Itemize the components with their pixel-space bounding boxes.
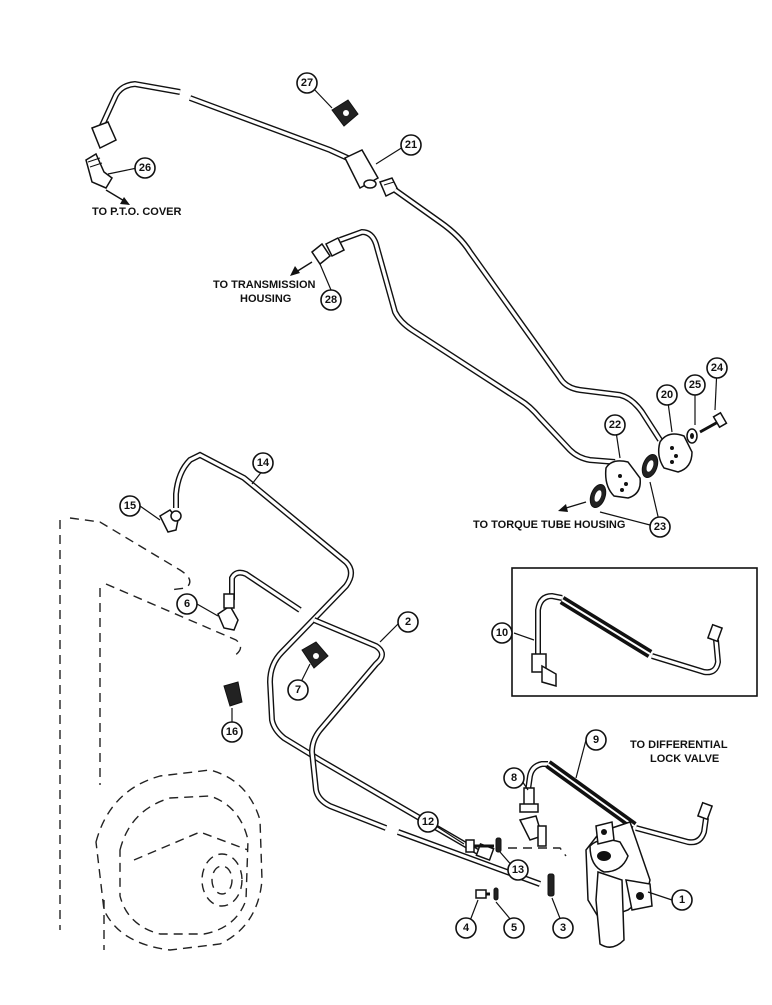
bolt-24 bbox=[699, 411, 728, 434]
fitting-28 bbox=[310, 236, 346, 266]
svg-text:14: 14 bbox=[257, 457, 270, 469]
svg-text:22: 22 bbox=[609, 419, 621, 431]
callout-9: 9 bbox=[585, 729, 607, 751]
callout-28: 28 bbox=[320, 289, 342, 311]
svg-text:26: 26 bbox=[139, 162, 151, 174]
bolt-12 bbox=[465, 839, 494, 853]
clip-27 bbox=[331, 99, 359, 127]
svg-text:4: 4 bbox=[463, 922, 470, 934]
callout-16: 16 bbox=[221, 721, 243, 743]
fitting-21-end bbox=[378, 177, 400, 198]
inset-hose-detail bbox=[511, 567, 758, 697]
bracket-20 bbox=[657, 433, 693, 473]
callout-5: 5 bbox=[503, 917, 525, 939]
svg-text:12: 12 bbox=[422, 816, 434, 828]
svg-text:7: 7 bbox=[295, 684, 301, 696]
svg-text:6: 6 bbox=[184, 598, 190, 610]
callout-6: 6 bbox=[176, 593, 198, 615]
note-torque-tube: TO TORQUE TUBE HOUSING bbox=[473, 519, 625, 531]
note-transmission-line1: TO TRANSMISSION bbox=[213, 279, 316, 291]
callout-22: 22 bbox=[604, 414, 626, 436]
callout-3: 3 bbox=[552, 917, 574, 939]
clip-16 bbox=[223, 681, 243, 707]
note-diff-line1: TO DIFFERENTIAL bbox=[630, 739, 728, 751]
note-pto-cover: TO P.T.O. COVER bbox=[92, 206, 182, 218]
svg-text:21: 21 bbox=[405, 139, 417, 151]
fitting-8 bbox=[518, 787, 547, 847]
washer-25 bbox=[686, 428, 698, 444]
upper-tube-assembly bbox=[85, 80, 728, 509]
callout-13: 13 bbox=[507, 859, 529, 881]
note-transmission-line2: HOUSING bbox=[240, 293, 291, 305]
callout-21: 21 bbox=[400, 134, 422, 156]
callout-27: 27 bbox=[296, 72, 318, 94]
tube-2-end bbox=[547, 873, 555, 897]
arrow-torque-tube bbox=[558, 501, 587, 512]
leader-lines bbox=[107, 86, 718, 927]
callout-14: 14 bbox=[252, 452, 274, 474]
callout-12: 12 bbox=[417, 811, 439, 833]
arrow-transmission bbox=[290, 261, 313, 276]
callout-7: 7 bbox=[287, 679, 309, 701]
callout-25: 25 bbox=[684, 374, 706, 396]
callout-2: 2 bbox=[397, 611, 419, 633]
svg-text:9: 9 bbox=[593, 734, 599, 746]
grommet-23b bbox=[589, 483, 607, 509]
callout-23: 23 bbox=[649, 516, 671, 538]
svg-text:25: 25 bbox=[689, 379, 701, 391]
svg-text:3: 3 bbox=[560, 922, 566, 934]
arrow-pto bbox=[105, 189, 130, 205]
clip-6 bbox=[217, 593, 239, 631]
dashed-outline-left bbox=[69, 517, 191, 591]
svg-text:8: 8 bbox=[511, 772, 517, 784]
callout-15: 15 bbox=[119, 495, 141, 517]
grommet-23a bbox=[641, 453, 659, 479]
washer-5 bbox=[493, 887, 499, 901]
svg-text:2: 2 bbox=[405, 616, 411, 628]
svg-text:1: 1 bbox=[679, 894, 685, 906]
bracket-22 bbox=[604, 460, 641, 499]
svg-text:27: 27 bbox=[301, 77, 313, 89]
svg-text:20: 20 bbox=[661, 389, 673, 401]
note-diff-line2: LOCK VALVE bbox=[650, 753, 719, 765]
tube-14 bbox=[173, 451, 480, 855]
callout-10: 10 bbox=[491, 622, 513, 644]
bolt-4 bbox=[475, 889, 490, 899]
svg-text:5: 5 bbox=[511, 922, 517, 934]
housing-ghost bbox=[95, 769, 263, 951]
svg-text:15: 15 bbox=[124, 500, 136, 512]
callout-1: 1 bbox=[671, 889, 693, 911]
callout-24: 24 bbox=[706, 357, 728, 379]
svg-text:10: 10 bbox=[496, 627, 508, 639]
elbow-fitting-26 bbox=[85, 152, 113, 189]
svg-text:13: 13 bbox=[512, 864, 524, 876]
svg-text:24: 24 bbox=[711, 362, 724, 374]
washer-13 bbox=[495, 837, 502, 853]
valve-1 bbox=[585, 821, 653, 948]
callout-4: 4 bbox=[455, 917, 477, 939]
svg-text:23: 23 bbox=[654, 521, 666, 533]
connector-body-21 bbox=[343, 149, 380, 190]
tube-nut-left bbox=[91, 121, 117, 150]
callout-26: 26 bbox=[134, 157, 156, 179]
clip-15 bbox=[159, 509, 182, 533]
callout-8: 8 bbox=[503, 767, 525, 789]
svg-text:28: 28 bbox=[325, 294, 337, 306]
svg-text:16: 16 bbox=[226, 726, 238, 738]
hose-9 bbox=[525, 760, 714, 846]
callout-20: 20 bbox=[656, 384, 678, 406]
clip-7 bbox=[301, 641, 329, 669]
